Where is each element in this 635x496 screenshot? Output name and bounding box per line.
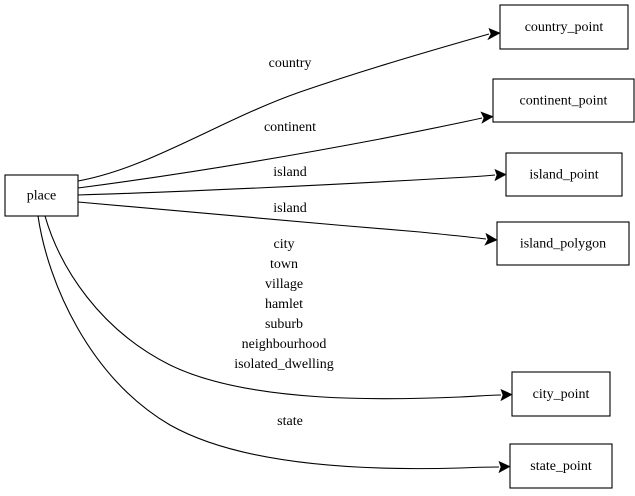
- edge-label-city-group: city town village hamlet suburb neighbou…: [234, 237, 334, 372]
- edge-place-state_point[interactable]: state: [37, 215, 511, 474]
- node-place-box: [4, 174, 79, 217]
- node-island_polygon[interactable]: island_polygon: [496, 221, 630, 266]
- node-country_point-box: [499, 4, 629, 50]
- node-island_point-label: island_point: [529, 168, 598, 183]
- edge-label-isolated-dwelling: isolated_dwelling: [234, 357, 334, 372]
- node-continent_point[interactable]: continent_point: [492, 78, 635, 123]
- node-country_point[interactable]: country_point: [499, 4, 629, 50]
- edge-place-continent_point[interactable]: continent: [77, 111, 494, 189]
- edge-label-city: city: [274, 237, 295, 252]
- arrowhead-city: [500, 388, 513, 402]
- node-island_polygon-label: island_polygon: [520, 237, 606, 252]
- edge-label-neighbourhood: neighbourhood: [242, 337, 327, 352]
- node-island_point[interactable]: island_point: [505, 152, 623, 197]
- edge-line-continent: [77, 117, 483, 189]
- edge-line-island-polygon: [77, 201, 487, 240]
- edge-line-country: [77, 33, 490, 182]
- node-place[interactable]: place: [4, 174, 79, 217]
- edge-label-island-point: island: [273, 165, 306, 180]
- edge-line-city: [44, 215, 502, 400]
- edge-label-continent: continent: [264, 120, 316, 135]
- arrowhead-continent: [480, 111, 494, 124]
- edge-place-island_point[interactable]: island: [77, 165, 507, 196]
- arrowhead-country: [487, 27, 501, 41]
- edge-label-hamlet: hamlet: [265, 297, 303, 312]
- node-state_point-box: [509, 443, 613, 489]
- node-continent_point-label: continent_point: [520, 94, 608, 109]
- edge-label-village: village: [265, 277, 303, 292]
- edge-label-state: state: [277, 414, 303, 429]
- edge-group: country continent island island city to: [37, 27, 513, 474]
- edge-line-island-point: [77, 174, 496, 196]
- edge-label-suburb: suburb: [265, 317, 303, 332]
- node-island_polygon-box: [496, 221, 630, 266]
- node-continent_point-box: [492, 78, 635, 123]
- edge-line-state: [37, 215, 500, 470]
- node-group: place country_point continent_point isla…: [4, 4, 635, 489]
- node-state_point[interactable]: state_point: [509, 443, 613, 489]
- edge-label-island-polygon: island: [273, 201, 306, 216]
- edge-label-town: town: [270, 257, 298, 272]
- arrowhead-state: [498, 460, 511, 474]
- node-island_point-box: [505, 152, 623, 197]
- edge-place-island_polygon[interactable]: island: [77, 201, 498, 246]
- node-country_point-label: country_point: [525, 20, 604, 35]
- arrowhead-island-polygon: [484, 232, 498, 246]
- node-city_point[interactable]: city_point: [511, 371, 611, 417]
- edge-label-country: country: [269, 56, 312, 71]
- node-place-label: place: [27, 189, 57, 204]
- node-city_point-box: [511, 371, 611, 417]
- edge-place-city_point[interactable]: city town village hamlet suburb neighbou…: [44, 215, 513, 402]
- edge-place-country_point[interactable]: country: [77, 27, 501, 182]
- arrowhead-island-point: [494, 168, 507, 182]
- node-city_point-label: city_point: [533, 387, 590, 402]
- node-state_point-label: state_point: [530, 459, 592, 474]
